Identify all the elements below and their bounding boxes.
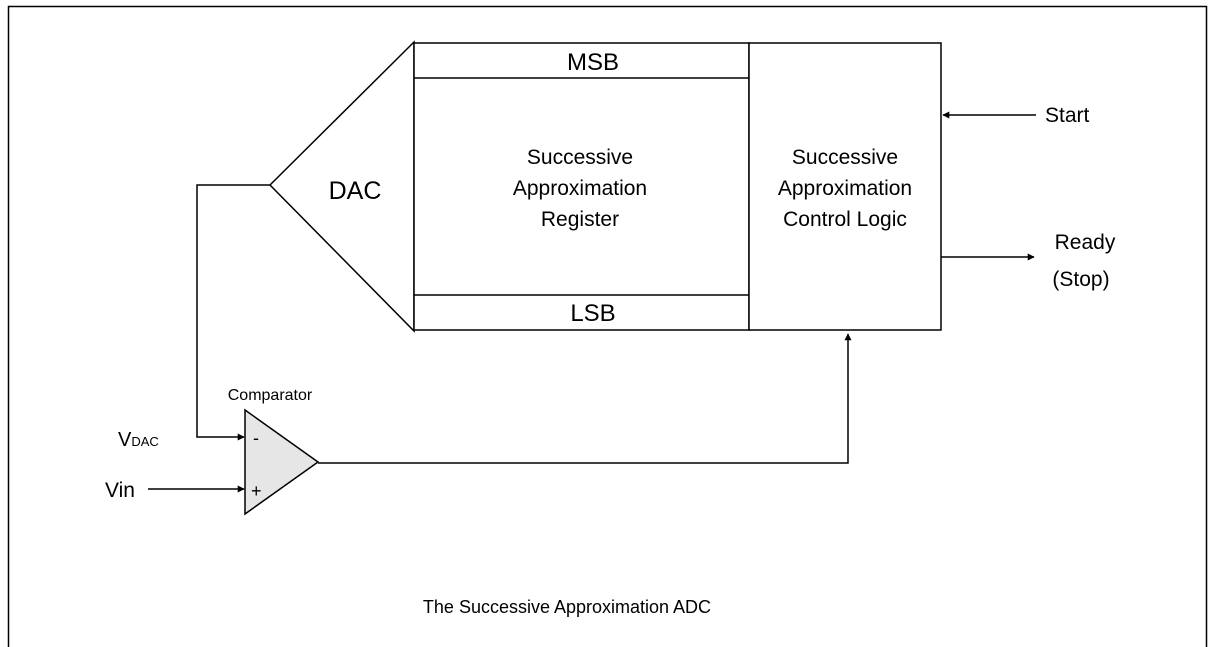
- control-title-line-3: Control Logic: [783, 208, 907, 231]
- control-title-line-2: Approximation: [778, 177, 912, 200]
- comparator-output-wire: [318, 333, 852, 464]
- diagram-caption: The Successive Approximation ADC: [423, 597, 711, 617]
- ready-label-line-2: (Stop): [1052, 268, 1109, 291]
- register-block: [413, 42, 750, 331]
- vdac-feedback-wire: [196, 184, 270, 441]
- lsb-label: LSB: [570, 300, 615, 327]
- comparator-symbol: [244, 408, 320, 516]
- comparator-plus: +: [251, 481, 262, 501]
- outer-frame: [7, 5, 1208, 647]
- comparator-label: Comparator: [228, 387, 313, 404]
- control-logic-block: [748, 42, 942, 331]
- register-title-line-3: Register: [541, 208, 619, 231]
- ready-label-line-1: Ready: [1055, 231, 1116, 254]
- msb-label: MSB: [567, 49, 619, 76]
- register-title-line-2: Approximation: [513, 177, 647, 200]
- dac-label: DAC: [329, 177, 382, 205]
- start-label: Start: [1045, 104, 1090, 127]
- vin-label: Vin: [105, 479, 135, 502]
- control-title-line-1: Successive: [792, 146, 898, 169]
- comparator-minus: -: [253, 428, 259, 448]
- register-title-line-1: Successive: [527, 146, 633, 169]
- vdac-label: VDAC: [118, 429, 159, 451]
